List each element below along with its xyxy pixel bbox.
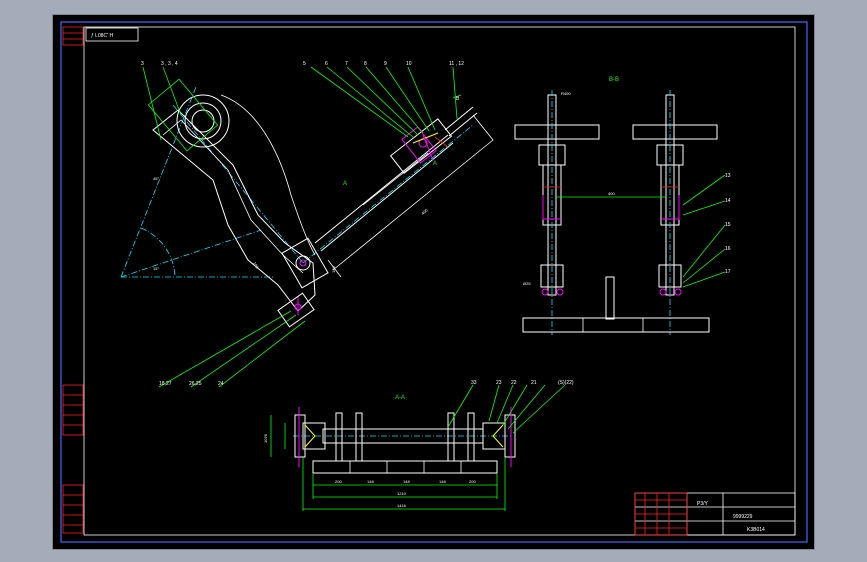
svg-text:22: 22	[511, 380, 517, 386]
svg-text:15°: 15°	[153, 266, 159, 271]
svg-text:33: 33	[471, 380, 477, 386]
svg-text:A: A	[433, 161, 437, 167]
part-code: K3B014	[747, 527, 765, 533]
svg-text:1210: 1210	[397, 491, 407, 496]
title-block: P3/Y 9999229 K3B014	[634, 492, 796, 536]
svg-text:23: 23	[496, 380, 502, 386]
svg-text:24: 24	[218, 381, 224, 387]
section-aa-title: A-A	[395, 395, 405, 401]
svg-text:200: 200	[335, 479, 342, 484]
svg-text:3: 3	[141, 61, 144, 67]
svg-text:13: 13	[725, 173, 731, 179]
svg-text:21: 21	[531, 380, 537, 386]
svg-text:(S)(22): (S)(22)	[558, 380, 574, 386]
cad-drawing-viewport[interactable]: ƒ L08C' H	[53, 15, 814, 549]
scale-note: P3/Y	[697, 501, 709, 507]
svg-text:14: 14	[725, 198, 731, 204]
svg-text:6: 6	[325, 61, 328, 67]
svg-text:400: 400	[420, 207, 429, 216]
svg-text:8: 8	[364, 61, 367, 67]
svg-text:200: 200	[469, 479, 476, 484]
section-bb-view: B-B 400 R40	[514, 77, 731, 335]
main-arm-view: 400 45° 15° 150 100 B A A 5 6 7 8 9 1	[120, 61, 494, 388]
svg-text:16: 16	[725, 246, 731, 252]
svg-text:15: 15	[725, 222, 731, 228]
svg-text:Ø25: Ø25	[523, 281, 531, 286]
svg-text:150: 150	[331, 266, 336, 273]
svg-text:3 , 3 , 4: 3 , 3 , 4	[161, 61, 178, 67]
svg-text:148: 148	[403, 479, 410, 484]
svg-text:400: 400	[608, 191, 615, 196]
svg-text:1416: 1416	[397, 503, 407, 508]
svg-text:5: 5	[303, 61, 306, 67]
drawing-number: 9999229	[733, 514, 753, 520]
section-aa-view: A-A	[263, 380, 574, 511]
svg-text:A: A	[343, 181, 347, 187]
outer-frame	[60, 21, 808, 543]
svg-text:26,25: 26,25	[189, 381, 202, 387]
svg-text:148: 148	[439, 479, 446, 484]
left-title-strip	[62, 26, 84, 534]
svg-text:1076: 1076	[263, 433, 268, 443]
svg-text:17: 17	[725, 269, 731, 275]
svg-text:45°: 45°	[153, 176, 159, 181]
svg-text:11 , 12: 11 , 12	[449, 61, 464, 67]
svg-text:R400: R400	[561, 91, 571, 96]
svg-text:B: B	[456, 96, 460, 102]
svg-text:148: 148	[367, 479, 374, 484]
sheet-code-box	[85, 27, 139, 42]
svg-text:7: 7	[345, 61, 348, 67]
sheet-code: ƒ L08C' H	[91, 33, 113, 39]
svg-text:9: 9	[384, 61, 387, 67]
svg-text:100: 100	[252, 261, 260, 270]
section-bb-title: B-B	[609, 77, 619, 83]
inner-frame	[83, 26, 796, 536]
drawing-sheet: ƒ L08C' H	[60, 21, 808, 543]
svg-text:18,27: 18,27	[159, 381, 172, 387]
svg-text:10: 10	[406, 61, 412, 67]
